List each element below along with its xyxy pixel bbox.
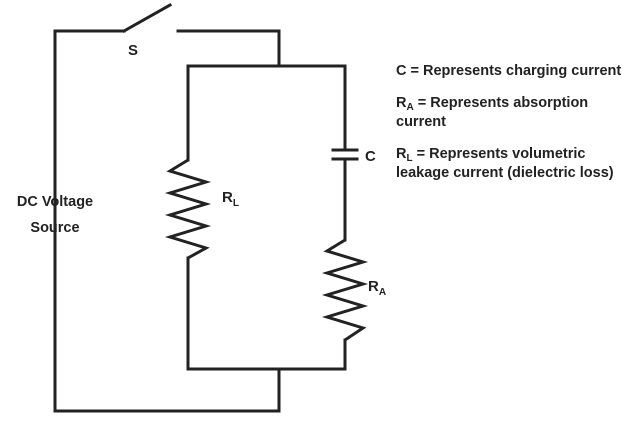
legend-text: = Represents absorption current bbox=[396, 95, 589, 130]
legend-symbol: R bbox=[396, 146, 407, 162]
legend-text: = Represents volumetric leakage current … bbox=[396, 146, 614, 181]
source-label-line2: Source bbox=[30, 220, 79, 236]
legend-symbol: R bbox=[396, 95, 407, 111]
rl-label-sub: L bbox=[233, 198, 239, 209]
ra-label-sub: A bbox=[379, 287, 386, 298]
resistor-ra bbox=[321, 238, 369, 342]
legend-subscript: L bbox=[406, 153, 413, 164]
rl-label-base: R bbox=[222, 189, 233, 206]
legend-subscript: A bbox=[406, 102, 414, 113]
legend: C = Represents charging current RA = Rep… bbox=[396, 62, 636, 196]
legend-symbol: C bbox=[396, 63, 407, 79]
switch-wire-right bbox=[176, 29, 281, 68]
legend-item-leakage: RL = Represents volumetric leakage curre… bbox=[396, 145, 636, 183]
switch-blade bbox=[121, 2, 173, 34]
legend-item-absorption: RA = Represents absorption current bbox=[396, 94, 636, 132]
capacitor-label: C bbox=[365, 148, 376, 165]
source-label-line1: DC Voltage bbox=[17, 194, 93, 210]
switch-label: S bbox=[128, 42, 138, 59]
rl-label: RL bbox=[222, 189, 239, 209]
legend-text: = Represents charging current bbox=[406, 63, 622, 79]
ra-label: RA bbox=[368, 278, 386, 298]
resistor-rl bbox=[164, 158, 212, 260]
source-wire-left bbox=[53, 29, 281, 413]
ra-label-base: R bbox=[368, 278, 379, 295]
legend-item-charging: C = Represents charging current bbox=[396, 62, 636, 81]
